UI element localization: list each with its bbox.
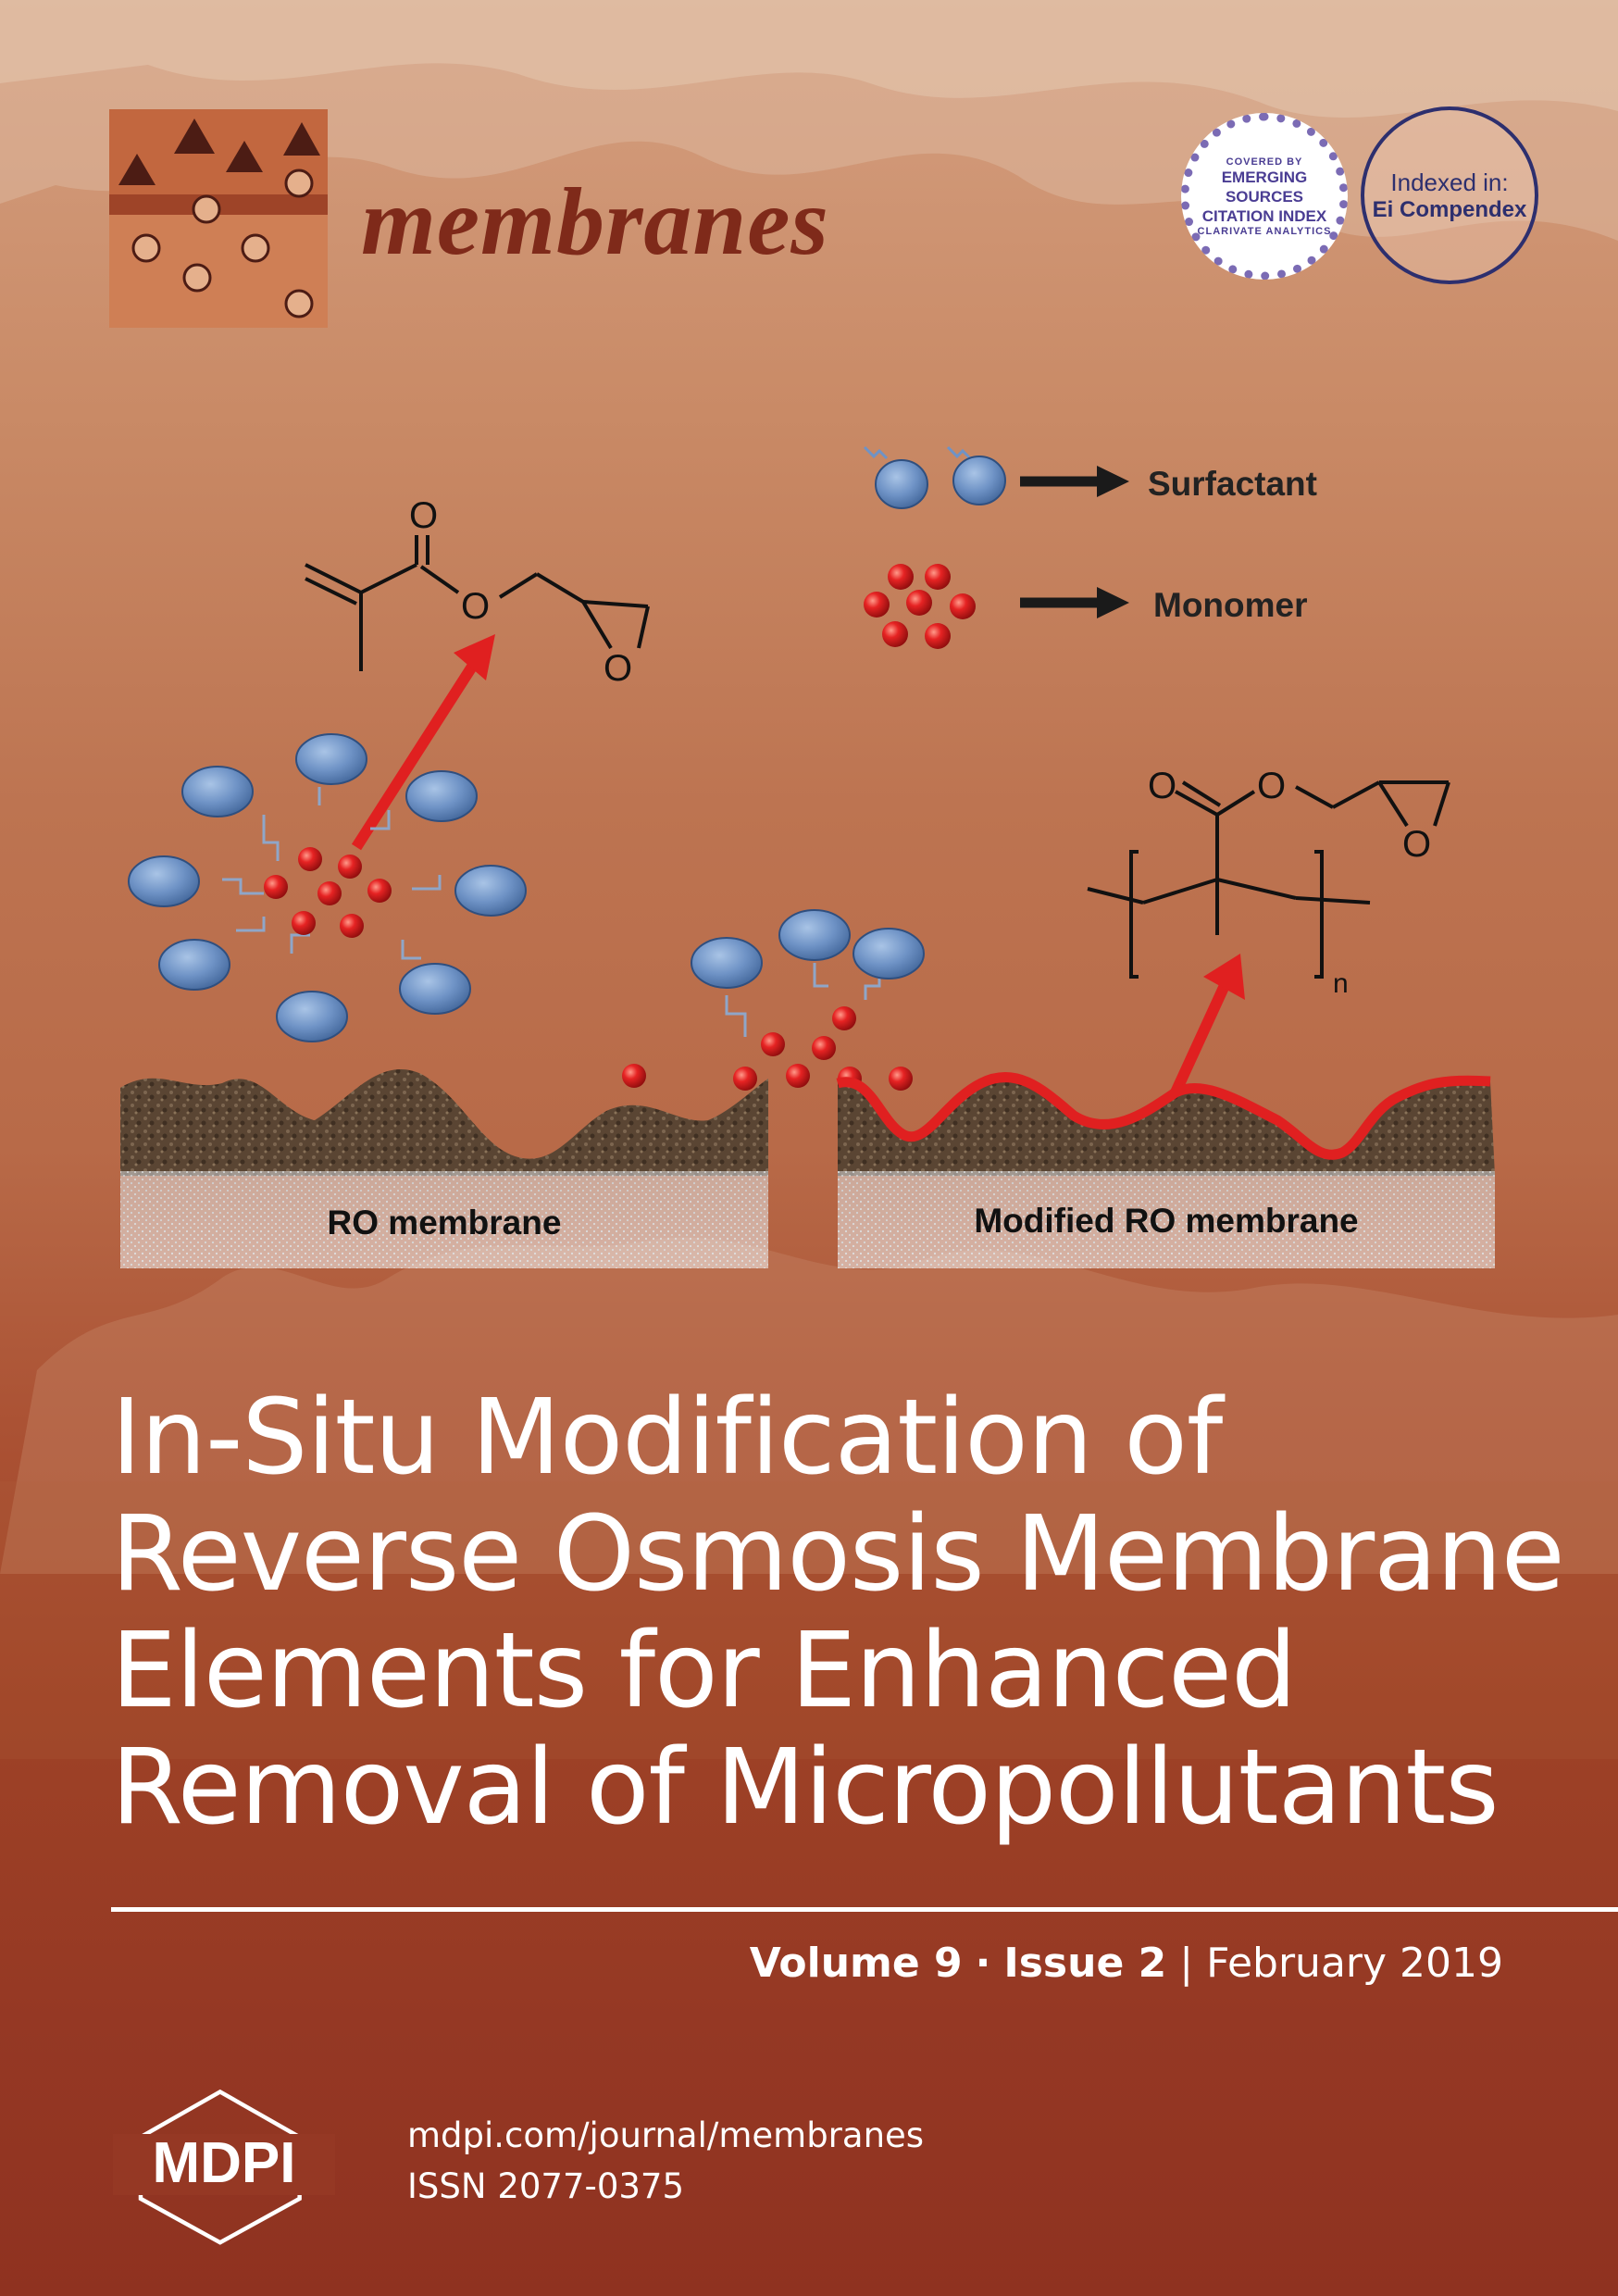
mdpi-logo: MDPI [113,2089,335,2245]
surfactant-heads-left [128,733,527,1042]
ro-membrane-label: RO membrane [327,1204,562,1242]
issue-label: Issue 2 [1003,1940,1167,1987]
esci-line2: SOURCES [1225,187,1304,206]
monomers-middle [622,1006,913,1091]
issue-date: February 2019 [1206,1940,1503,1987]
chem-o-6: O [1402,824,1431,865]
chem-o-4: O [1148,766,1176,806]
chem-subscript-n: n [1333,968,1349,999]
headline-line-1: In-Situ Modification of [111,1378,1223,1498]
ro-membrane-left [120,1069,768,1268]
issue-separator: · [975,1940,991,1987]
chem-o-1: O [409,495,438,536]
micelle-left [222,787,442,960]
membrane-scheme: O O O O O O n [120,495,1495,1268]
date-divider: | [1179,1940,1194,1987]
monomers-left [264,847,392,938]
divider-rule [111,1907,1618,1912]
article-headline: In-Situ Modification of Reverse Osmosis … [111,1378,1565,1848]
surfactant-heads-middle [691,909,925,989]
chem-o-2: O [461,586,490,627]
polymer-coating-line [836,1072,1491,1160]
ei-compendex-badge: Indexed in: Ei Compendex [1361,106,1538,284]
esci-badge: COVERED BY EMERGING SOURCES CITATION IND… [1181,113,1348,280]
headline-line-4: Removal of Micropollutants [111,1728,1500,1848]
surfactant-icon [863,445,1006,509]
epoxy-polymer-structure [1087,780,1450,979]
ei-compendex-label: Ei Compendex [1372,196,1527,222]
headline-line-3: Elements for Enhanced [111,1611,1297,1731]
legend-graphics [863,445,1129,649]
chem-o-5: O [1257,766,1286,806]
legend-monomer-label: Monomer [1153,586,1308,624]
issue-info: Volume 9 · Issue 2 | February 2019 [750,1940,1503,1987]
mdpi-logo-text: MDPI [153,2131,296,2195]
legend-arrows [1020,466,1129,618]
legend-surfactant-label: Surfactant [1148,465,1317,503]
monomer-structure [305,535,650,671]
modified-ro-membrane-label: Modified RO membrane [974,1202,1359,1240]
esci-line1: EMERGING [1221,168,1308,186]
chem-o-3: O [604,648,632,689]
headline-line-2: Reverse Osmosis Membrane [111,1494,1565,1615]
esci-clarivate: CLARIVATE ANALYTICS [1197,225,1332,237]
monomer-icon [864,564,976,649]
issn: ISSN 2077-0375 [407,2166,684,2206]
volume-label: Volume 9 [749,1940,963,1987]
ei-indexed-label: Indexed in: [1390,168,1509,196]
esci-covered-by: COVERED BY [1226,156,1303,168]
journal-logo [109,109,328,328]
ro-membrane-right [836,1072,1495,1268]
journal-url[interactable]: mdpi.com/journal/membranes [407,2115,925,2155]
esci-line3: CITATION INDEX [1201,206,1327,225]
reaction-arrows [351,634,1245,1095]
journal-name: membranes [361,168,829,275]
